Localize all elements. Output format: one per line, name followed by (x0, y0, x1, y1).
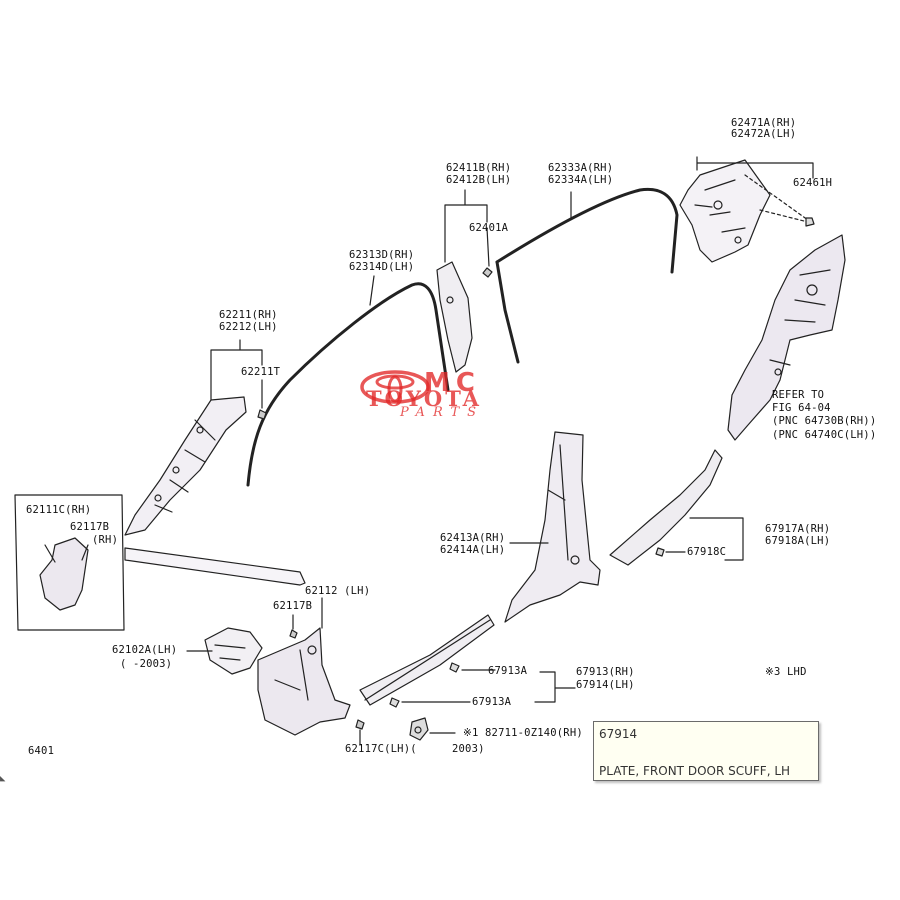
rear-door-scuff (609, 449, 723, 566)
callout-62211[interactable]: 62211(RH) (219, 309, 278, 321)
callout-62112[interactable]: 62112 (LH) (305, 585, 371, 597)
callout-62313d[interactable]: 62313D(RH) (349, 249, 415, 261)
callout-67913a-bottom[interactable]: 67913A (472, 696, 512, 708)
quarter-trim-upper (679, 159, 771, 263)
callout-62414a[interactable]: 62414A(LH) (440, 544, 506, 556)
b-pillar-upper (436, 261, 473, 373)
corner-marker-icon: ◣ (0, 774, 6, 784)
watermark-toyota: TOYOTA (366, 386, 482, 411)
note-lhd: ※3 LHD (765, 666, 807, 678)
callout-62117b-rh-side: (RH) (92, 534, 119, 546)
refer-note-line2[interactable]: FIG 64-04 (772, 402, 831, 414)
figure-number: 6401 (28, 745, 55, 757)
watermark-parts: PARTS (400, 405, 485, 420)
watermark-mc: MC (424, 368, 481, 398)
callout-62461h[interactable]: 62461H (793, 177, 833, 189)
callout-67917a[interactable]: 67917A(RH) (765, 523, 831, 535)
callout-62411b[interactable]: 62411B(RH) (446, 162, 512, 174)
wire-clip (409, 717, 429, 741)
callout-62413a[interactable]: 62413A(RH) (440, 532, 506, 544)
callout-62117b[interactable]: 62117B (273, 600, 313, 612)
callout-67913-rh[interactable]: 67913(RH) (576, 666, 635, 678)
callout-67918a[interactable]: 67918A(LH) (765, 535, 831, 547)
callout-62102a-year: ( -2003) (120, 658, 173, 670)
callout-62212[interactable]: 62212(LH) (219, 321, 278, 333)
callout-62314d[interactable]: 62314D(LH) (349, 261, 415, 273)
inset-box (14, 494, 125, 631)
mc-toyota-parts-watermark: MC TOYOTA PARTS (360, 368, 570, 428)
callout-67914-side: (LH) (608, 679, 635, 691)
part-tooltip: 67914 PLATE, FRONT DOOR SCUFF, LH (593, 721, 819, 781)
tooltip-part-number: 67914 (599, 727, 638, 741)
a-pillar-garnish (124, 396, 247, 536)
callout-62334a[interactable]: 62334A(LH) (548, 174, 614, 186)
refer-note-line4: (PNC 64740C(LH)) (772, 429, 877, 441)
callout-67918c[interactable]: 67918C (687, 546, 727, 558)
callout-62333a[interactable]: 62333A(RH) (548, 162, 614, 174)
cowl-side-trim (257, 627, 351, 736)
callout-62117b-rh[interactable]: 62117B (70, 521, 110, 533)
front-door-scuff (359, 614, 495, 706)
callout-67913a-top[interactable]: 67913A (488, 665, 528, 677)
clip-62461h (805, 217, 815, 227)
callout-62117c[interactable]: 62117C(LH)( (345, 743, 417, 755)
callout-67914-highlight: 67914 (576, 679, 609, 691)
tooltip-part-description: PLATE, FRONT DOOR SCUFF, LH (599, 764, 791, 778)
kick-panel (204, 627, 263, 675)
callout-62472a[interactable]: 62472A(LH) (731, 128, 797, 140)
refer-note-line3: (PNC 64730B(RH)) (772, 415, 877, 427)
callout-62111c[interactable]: 62111C(RH) (26, 504, 92, 516)
refer-note-line1: REFER TO (772, 389, 825, 401)
toyota-logo-icon (360, 370, 430, 404)
callout-62471a[interactable]: 62471A(RH) (731, 117, 797, 129)
callout-62412b[interactable]: 62412B(LH) (446, 174, 512, 186)
callout-82711-year: 2003) (452, 743, 485, 755)
center-pillar-lower (504, 431, 601, 623)
callout-62211t[interactable]: 62211T (241, 366, 281, 378)
callout-82711[interactable]: ※1 82711-0Z140(RH) (463, 727, 583, 739)
callout-67914-lh[interactable]: 67914(LH) (576, 680, 635, 691)
callout-62401a[interactable]: 62401A (469, 222, 509, 234)
quarter-panel-lower (727, 234, 846, 441)
callout-62102a[interactable]: 62102A(LH) (112, 644, 178, 656)
